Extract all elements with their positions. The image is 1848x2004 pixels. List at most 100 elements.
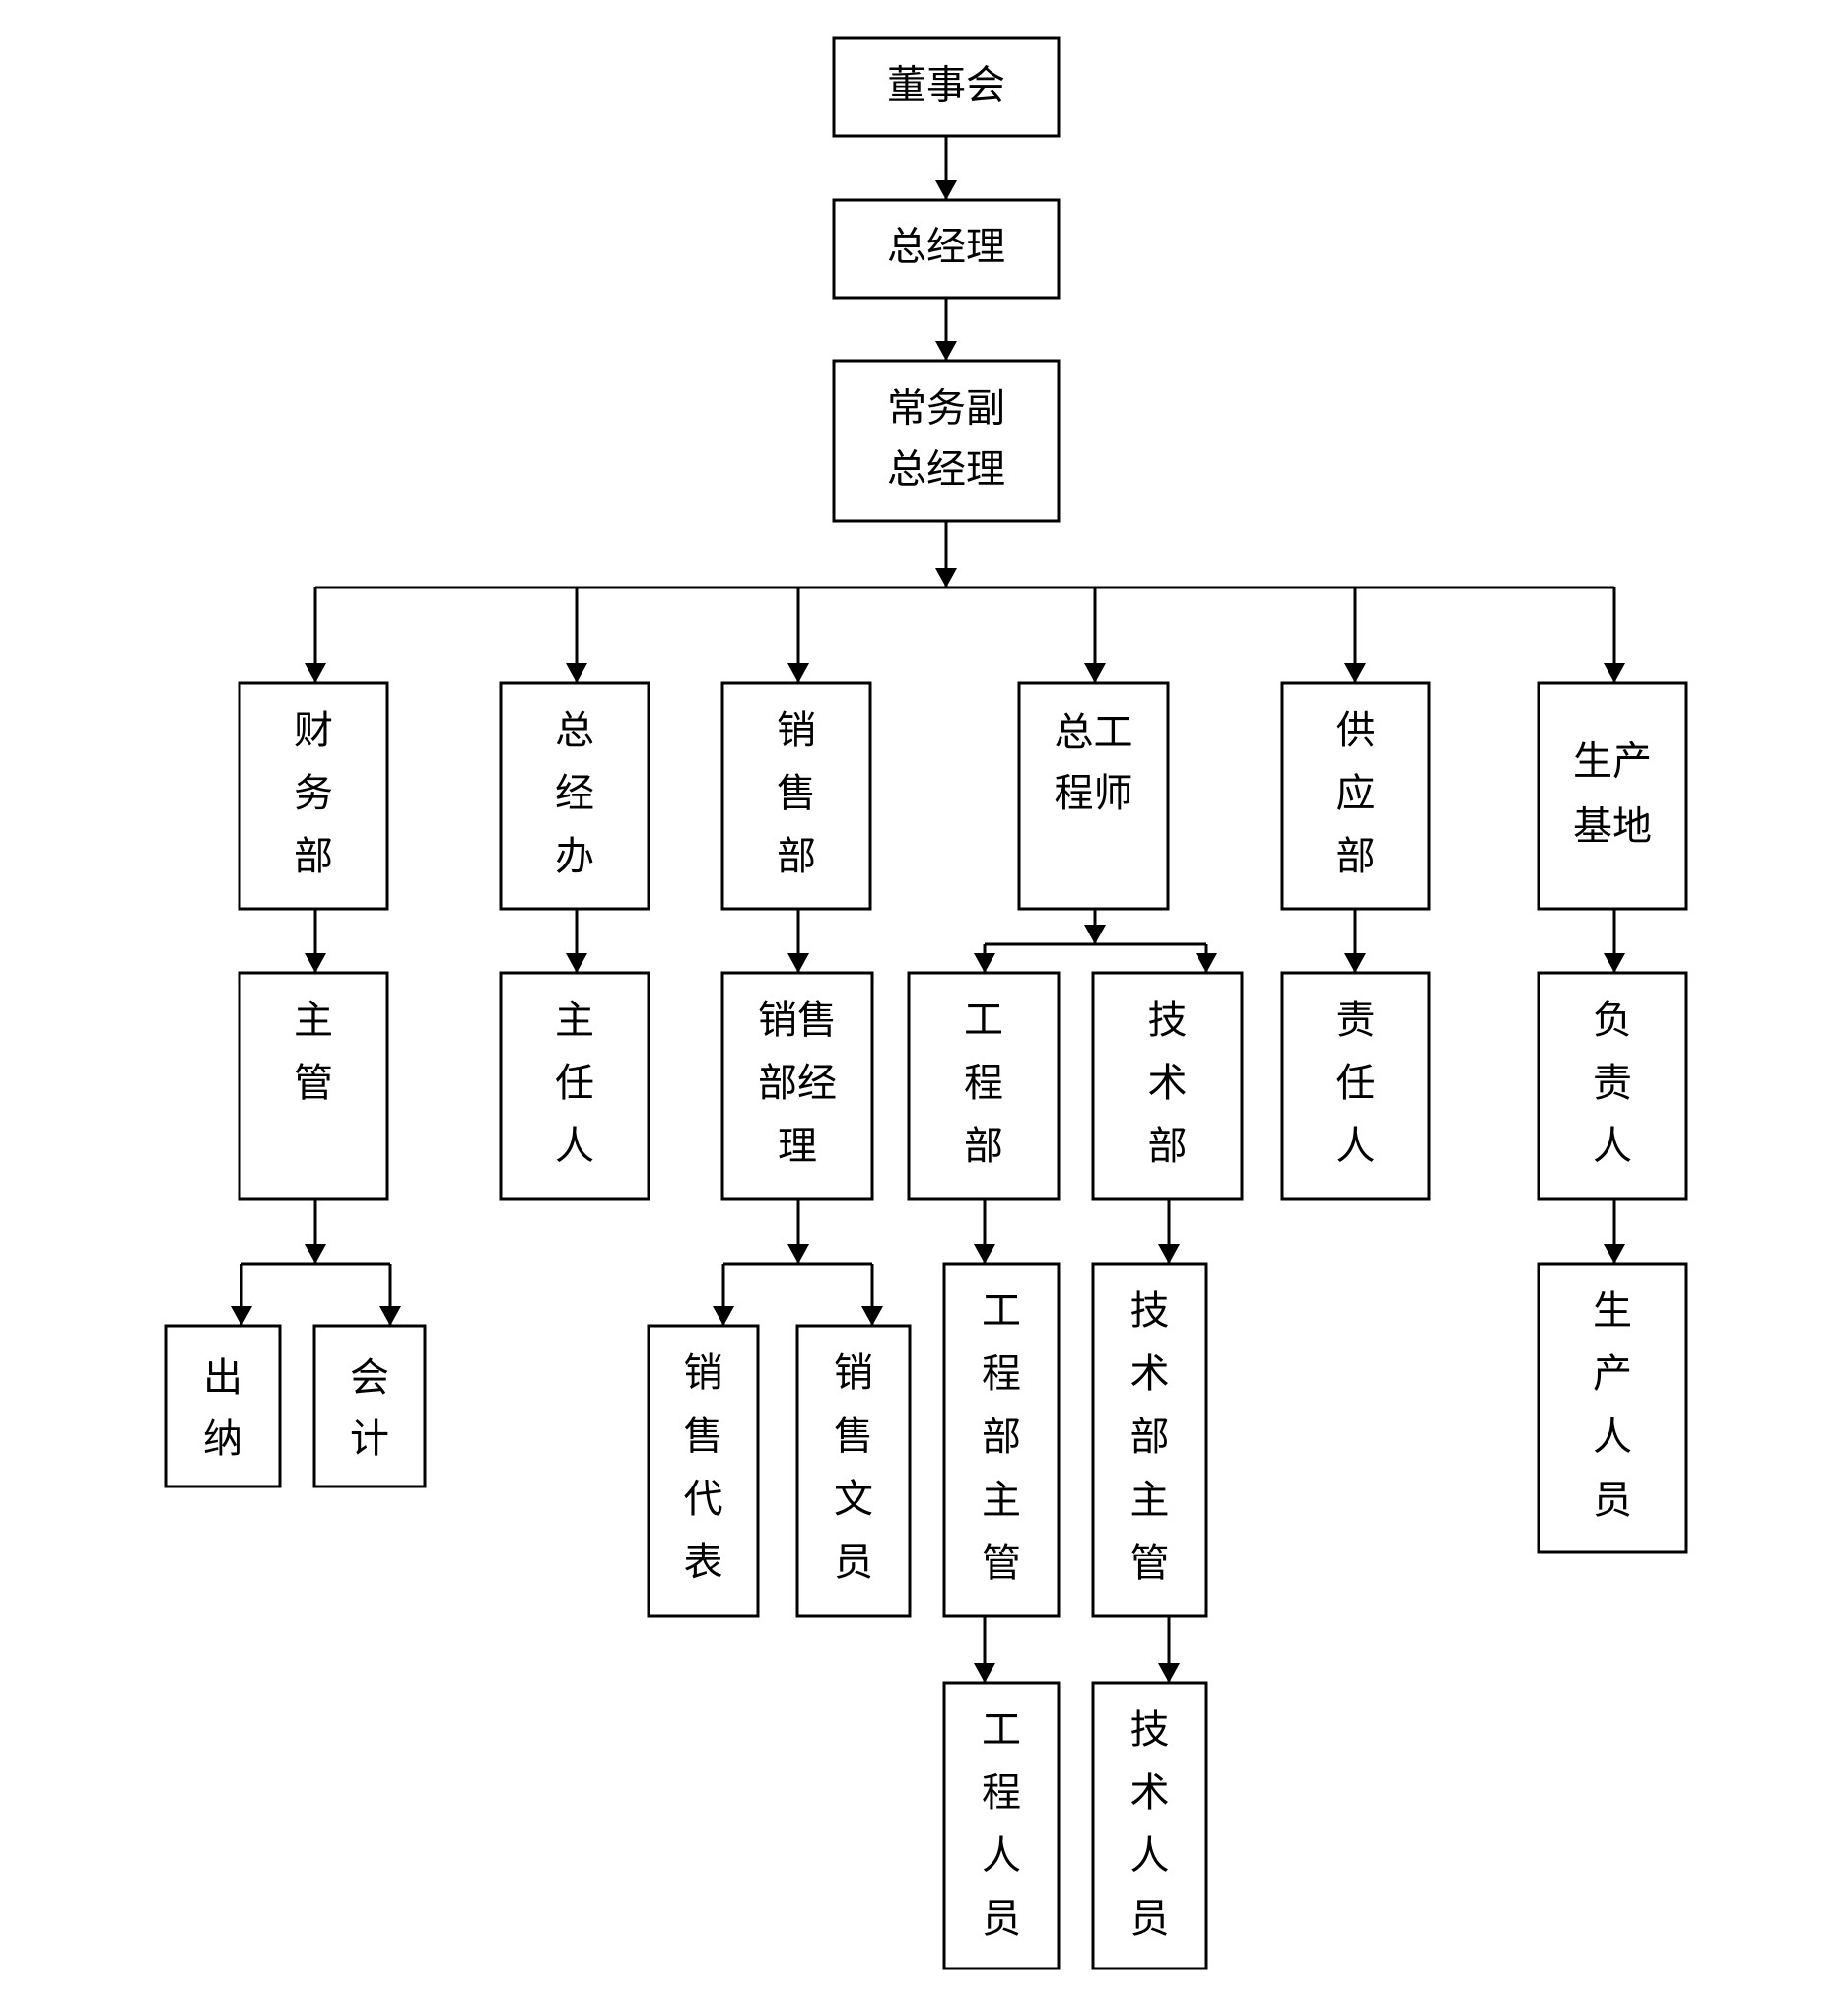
arrow-head-icon — [1158, 1663, 1180, 1683]
node-label-line: 工 — [964, 998, 1003, 1043]
nodes: 董事会总经理常务副总经理财务部总经办销售部总工程师供应部生产基地主管主任人销售部… — [164, 36, 1688, 1970]
node-label-line: 基地 — [1573, 804, 1652, 850]
node-label-line: 生 — [1593, 1288, 1632, 1334]
node-supply-owner: 责任人 — [1280, 971, 1431, 1201]
arrow-head-icon — [713, 1306, 734, 1326]
arrow-head-icon — [935, 341, 957, 361]
node-label-line: 代 — [684, 1477, 723, 1522]
node-label-line: 部 — [964, 1124, 1003, 1169]
node-box — [1537, 1262, 1688, 1554]
arrow-head-icon — [1344, 663, 1366, 683]
node-label-line: 术 — [1148, 1061, 1188, 1106]
node-label-line: 部 — [1130, 1415, 1170, 1460]
node-supply: 供应部 — [1280, 681, 1431, 911]
node-label-line: 负 — [1593, 998, 1632, 1043]
node-label-line: 会 — [350, 1355, 389, 1401]
node-label-line: 技 — [1130, 1288, 1170, 1334]
arrow-head-icon — [935, 568, 957, 587]
arrow-head-icon — [1604, 953, 1625, 973]
arrow-head-icon — [1084, 663, 1106, 683]
node-label-line: 售 — [777, 771, 816, 816]
node-box — [1091, 1262, 1208, 1618]
node-label-line: 管 — [982, 1541, 1021, 1586]
arrow-head-icon — [974, 1663, 995, 1683]
arrow-head-icon — [1158, 1244, 1180, 1264]
node-technology: 技术部 — [1091, 971, 1244, 1201]
node-box — [1091, 971, 1244, 1201]
node-label-line: 人 — [982, 1833, 1021, 1879]
node-label-line: 文 — [834, 1477, 873, 1522]
node-label-line: 主 — [1130, 1478, 1170, 1523]
node-box — [312, 1324, 427, 1488]
arrow-head-icon — [935, 180, 957, 200]
node-label-line: 总 — [555, 708, 594, 753]
node-label-line: 责 — [1593, 1061, 1632, 1106]
node-label-line: 责 — [1336, 998, 1376, 1043]
node-label-line: 技 — [1130, 1707, 1170, 1753]
node-label-line: 应 — [1336, 771, 1376, 816]
node-label-line: 人 — [1593, 1415, 1632, 1460]
node-label-line: 员 — [834, 1540, 873, 1585]
node-label-line: 程 — [982, 1770, 1021, 1816]
node-box — [1537, 681, 1688, 911]
node-box — [907, 971, 1061, 1201]
arrow-head-icon — [305, 953, 326, 973]
node-label-line: 人 — [1130, 1833, 1170, 1879]
node-production-head: 负责人 — [1537, 971, 1688, 1201]
arrow-head-icon — [1344, 953, 1366, 973]
node-label-line: 计 — [350, 1417, 389, 1462]
node-label-line: 员 — [1593, 1478, 1632, 1523]
node-label-line: 主 — [982, 1478, 1021, 1523]
node-box — [832, 36, 1061, 138]
node-label-line: 理 — [778, 1124, 817, 1169]
node-box — [795, 1324, 912, 1618]
node-cashier: 出纳 — [164, 1324, 282, 1488]
node-label-line: 人 — [555, 1124, 594, 1169]
node-label-line: 工 — [982, 1707, 1021, 1753]
node-label-line: 生产 — [1573, 739, 1652, 785]
node-gm-office: 总经办 — [499, 681, 650, 911]
node-label-line: 任 — [555, 1061, 594, 1106]
node-label-line: 员 — [982, 1897, 1021, 1942]
node-box — [832, 359, 1061, 523]
node-box — [647, 1324, 760, 1618]
node-box — [499, 681, 650, 911]
node-box — [1537, 971, 1688, 1201]
node-label-line: 管 — [1130, 1541, 1170, 1586]
node-label-line: 管 — [294, 1061, 333, 1106]
node-box — [720, 681, 872, 911]
node-box — [499, 971, 650, 1201]
node-label-line: 员 — [1130, 1897, 1170, 1942]
connectors — [231, 136, 1625, 1683]
node-finance: 财务部 — [238, 681, 389, 911]
node-label-line: 部 — [777, 834, 816, 879]
arrow-head-icon — [231, 1306, 252, 1326]
node-label-line: 技 — [1148, 998, 1188, 1043]
node-label-line: 销 — [777, 708, 816, 753]
node-box — [832, 198, 1061, 300]
node-label-line: 主 — [555, 998, 594, 1043]
node-label-line: 财 — [294, 708, 333, 753]
arrow-head-icon — [566, 953, 587, 973]
arrow-head-icon — [1604, 663, 1625, 683]
node-label-line: 部 — [982, 1415, 1021, 1460]
node-label-line: 销售 — [758, 998, 837, 1043]
node-label-line: 经 — [555, 771, 594, 816]
node-label-line: 务 — [294, 771, 333, 816]
node-label-line: 董事会 — [887, 63, 1005, 108]
node-box — [1280, 681, 1431, 911]
node-sales: 销售部 — [720, 681, 872, 911]
node-label-line: 部 — [294, 834, 333, 879]
node-label-line: 程 — [982, 1351, 1021, 1397]
arrow-head-icon — [787, 1244, 809, 1264]
